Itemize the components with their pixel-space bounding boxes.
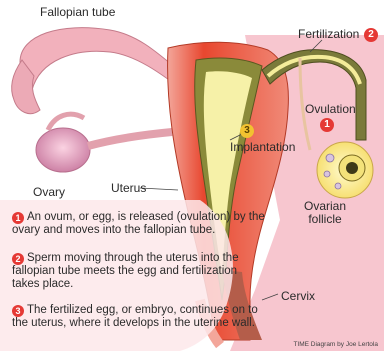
credit-line: TIME Diagram by Joe Lertola xyxy=(293,341,378,348)
left-ovary xyxy=(36,128,90,172)
marker-2: 2 xyxy=(364,28,378,42)
label-cervix: Cervix xyxy=(281,290,315,303)
marker-1: 1 xyxy=(320,118,334,132)
step-2-text: Sperm moving through the uterus into the… xyxy=(12,252,239,290)
step-3: 3The fertilized egg, or embryo, continue… xyxy=(12,304,267,330)
left-fallopian-tube xyxy=(20,28,190,96)
marker-3: 3 xyxy=(240,124,254,138)
step-2: 2Sperm moving through the uterus into th… xyxy=(12,252,267,291)
step-2-marker: 2 xyxy=(12,253,24,265)
label-ovarian-follicle: Ovarian follicle xyxy=(304,200,346,226)
label-fallopian-tube: Fallopian tube xyxy=(40,6,115,19)
step-1-text: An ovum, or egg, is released (ovulation)… xyxy=(12,211,265,236)
label-fertilization: Fertilization xyxy=(298,28,359,41)
label-implantation: Implantation xyxy=(230,141,295,154)
ovarian-ligament xyxy=(88,132,172,146)
label-ovary: Ovary xyxy=(33,186,65,199)
label-ovulation: Ovulation xyxy=(305,103,356,116)
label-uterus: Uterus xyxy=(111,182,146,195)
step-3-text: The fertilized egg, or embryo, continues… xyxy=(12,304,258,329)
step-3-marker: 3 xyxy=(12,305,24,317)
step-1-marker: 1 xyxy=(12,212,24,224)
step-1: 1An ovum, or egg, is released (ovulation… xyxy=(12,211,267,237)
